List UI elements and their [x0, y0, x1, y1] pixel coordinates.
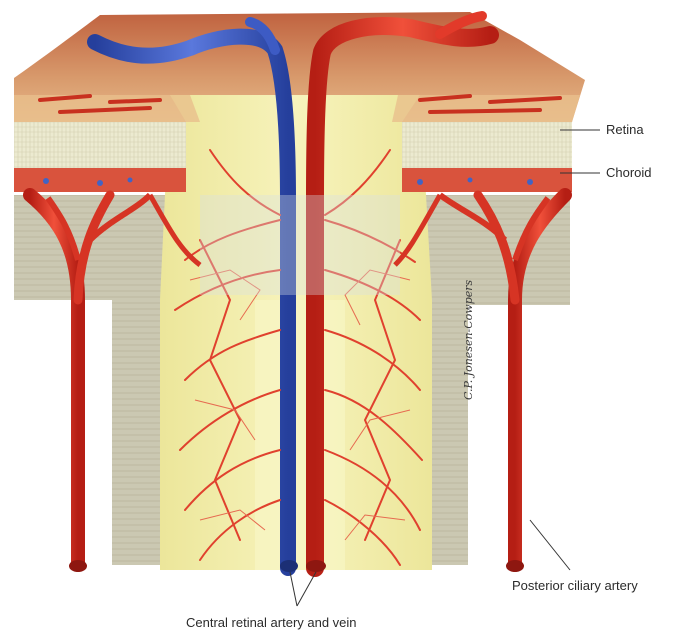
- retina-layer-left: [14, 120, 186, 168]
- leader-posterior-ciliary: [530, 520, 570, 570]
- label-retina: Retina: [606, 122, 644, 137]
- label-choroid: Choroid: [606, 165, 652, 180]
- label-posterior-ciliary-artery: Posterior ciliary artery: [512, 578, 638, 593]
- vein-opening: [280, 560, 298, 572]
- leader-central-2: [297, 572, 316, 606]
- translucent-lamina: [200, 195, 400, 295]
- artist-signature: C.P. Jonesen-Cowpers: [462, 280, 475, 400]
- choroid-layer-right: [402, 168, 572, 192]
- sheath-left: [112, 290, 160, 565]
- retina-layer-right: [402, 120, 572, 168]
- nerve-core-band: [255, 300, 345, 570]
- label-central-retinal-artery-vein: Central retinal artery and vein: [186, 615, 357, 630]
- artery-opening: [306, 560, 326, 572]
- leader-central-1: [290, 572, 297, 606]
